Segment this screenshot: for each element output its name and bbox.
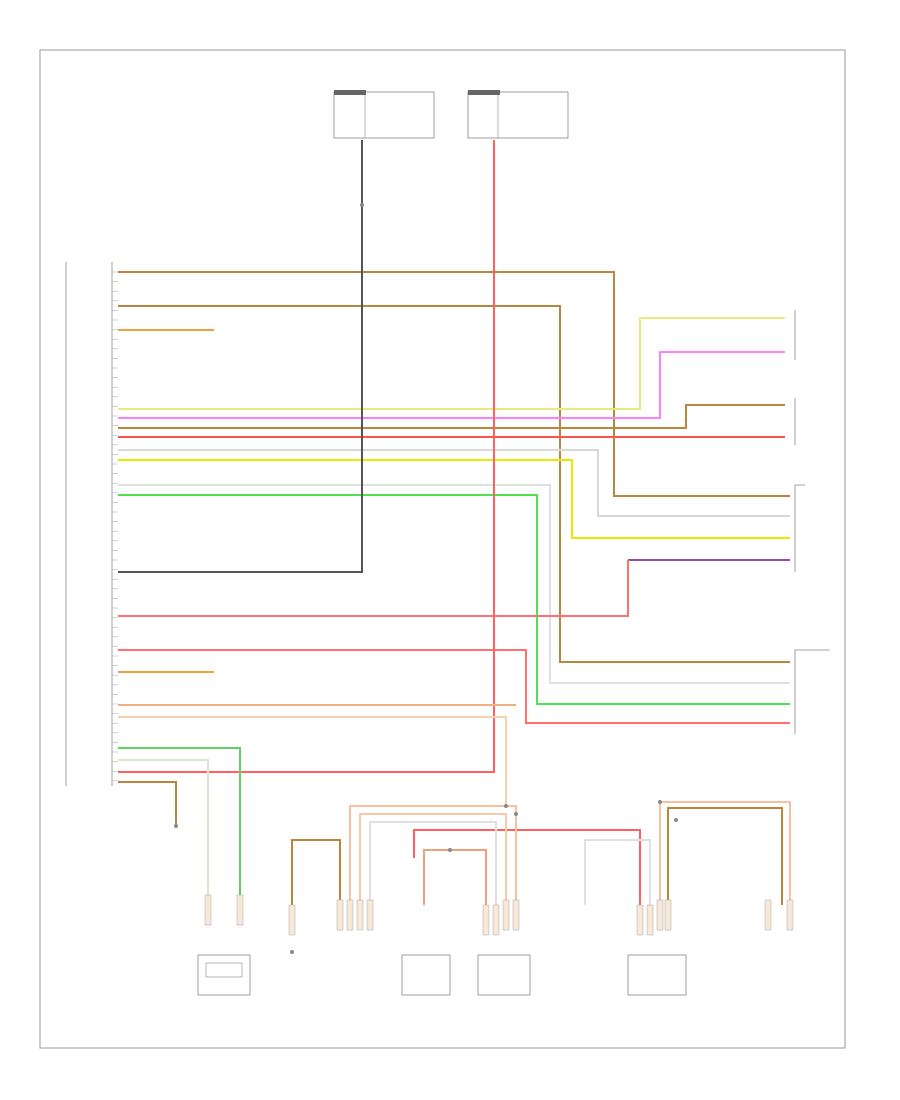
wire-yellow-2 [118, 459, 790, 539]
wire-bus-peach-2 [359, 813, 507, 905]
right-connector-3 [794, 484, 805, 572]
fuse-block-1 [333, 90, 435, 139]
wire-red-2 [118, 140, 495, 773]
wire-peach-1 [118, 716, 507, 806]
wire-bus-brown [291, 839, 341, 905]
fuse-block-2 [467, 90, 569, 139]
wire-green-2 [118, 747, 241, 900]
wire-brown-1 [118, 271, 790, 497]
right-connector-4 [794, 649, 830, 734]
wire-bus-right-1 [659, 801, 791, 905]
main-module [65, 262, 113, 786]
wire-white-1 [118, 449, 790, 517]
wire-green-1 [118, 494, 790, 705]
wire-bus-right-2 [667, 807, 783, 905]
wire-white-2 [118, 484, 790, 684]
bottom-module-2 [401, 954, 451, 996]
wire-yellow-1 [118, 317, 785, 410]
wire-bus-peach-1 [349, 805, 517, 905]
wire-pink-1 [118, 351, 785, 419]
wire-group [118, 140, 791, 905]
wire-white-3 [118, 759, 209, 900]
wire-brown-4 [118, 781, 177, 824]
wire-gray-1 [118, 140, 363, 573]
bottom-module-1 [197, 954, 251, 996]
wire-brown-2 [118, 305, 790, 663]
bottom-module-4 [627, 954, 687, 996]
wire-bus-right-3 [584, 839, 651, 905]
bottom-module-3 [477, 954, 531, 996]
wire-bus-mid [423, 849, 487, 905]
terminal-stubs [204, 894, 794, 936]
pin-ticks [112, 271, 118, 782]
wire-bus-white [369, 821, 497, 905]
wire-salmon-1 [118, 560, 629, 617]
wire-brown-3 [118, 404, 785, 429]
junction-dots [174, 203, 678, 954]
wire-bus-red [413, 829, 641, 905]
wire-salmon-2 [118, 649, 790, 724]
diagram-frame [39, 49, 846, 1049]
